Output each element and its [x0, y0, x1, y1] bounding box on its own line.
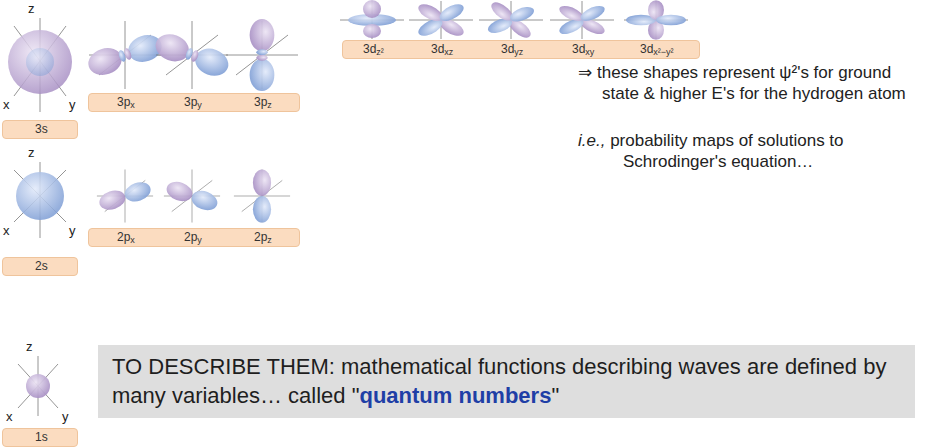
orbital-label-band: 3dz² 3dxz 3dyz 3dxy 3dx²−y² [342, 40, 700, 59]
axis-label: x [6, 410, 13, 423]
orbital-label-band: 3s [2, 120, 78, 139]
orbital-label: 2pz [254, 230, 272, 244]
axis-label: x [3, 98, 10, 111]
orbital-label: 3dxy [572, 42, 594, 56]
orbital-label-band: 3px 3py 3pz [88, 93, 300, 112]
orbital-label: 3px [117, 95, 135, 109]
orbital-label: 1s [35, 430, 48, 444]
axis-label: x [3, 224, 10, 237]
orbital-label: 3dx²−y² [640, 42, 674, 56]
explanation-note: i.e., probability maps of solutions to S… [578, 130, 923, 173]
orbital-label: 3s [35, 122, 48, 136]
axis-label: z [28, 146, 35, 159]
orbital-label-band: 2px 2py 2pz [88, 228, 300, 247]
orbital-label: 2s [35, 259, 48, 273]
axis-label: z [28, 2, 35, 15]
axis-label: y [69, 224, 76, 237]
axis-label: z [26, 340, 33, 353]
note-text: TO DESCRIBE THEM: mathematical functions… [112, 353, 901, 410]
orbital-label: 3dxz [431, 42, 453, 56]
orbital-label: 2px [117, 230, 135, 244]
orbital-label-band: 1s [2, 428, 78, 447]
orbital-label: 3dz² [363, 42, 384, 56]
axis-label: y [62, 410, 69, 423]
axis-label: y [69, 98, 76, 111]
note-box: TO DESCRIBE THEM: mathematical functions… [98, 345, 915, 418]
orbital-label: 2py [184, 230, 202, 244]
explanation-note: ⇒ these shapes represent ψ²'s for ground… [578, 62, 923, 105]
orbital-label-band: 2s [2, 257, 78, 276]
orbital-label: 3dyz [501, 42, 523, 56]
highlighted-term: quantum numbers [359, 383, 551, 408]
orbital-label: 3py [184, 95, 202, 109]
orbital-label: 3pz [254, 95, 272, 109]
